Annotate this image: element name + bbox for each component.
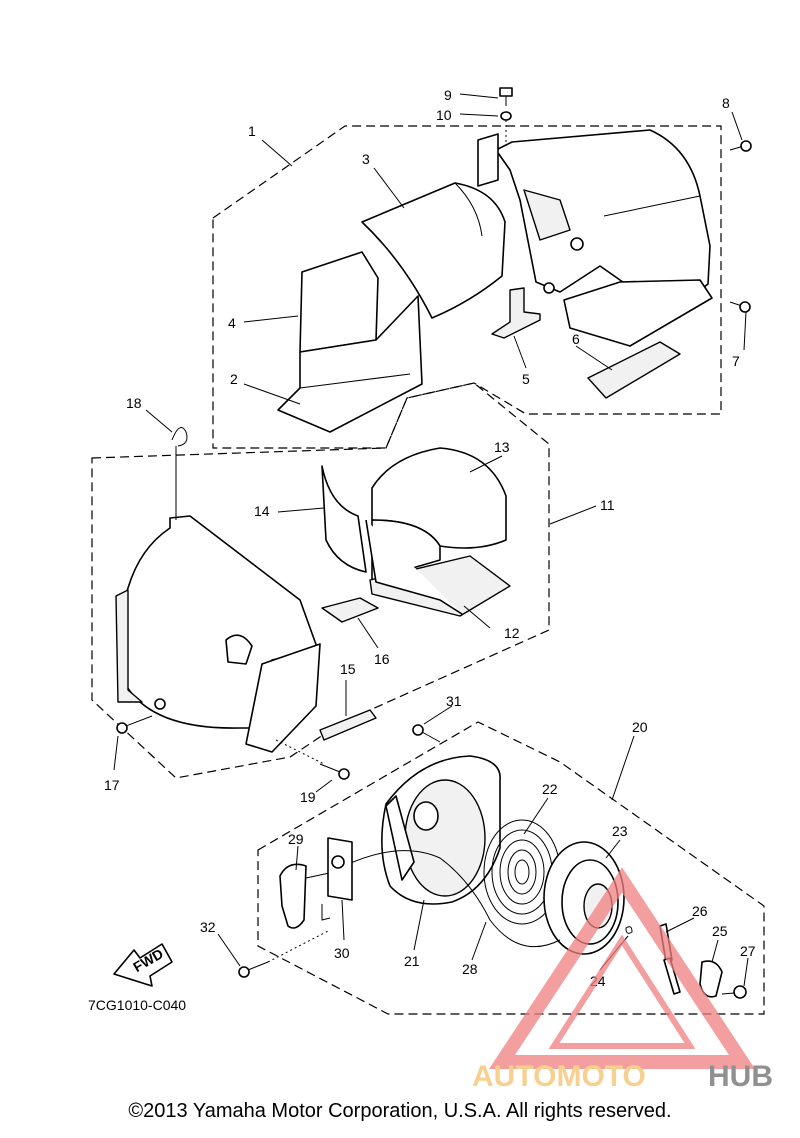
watermark-brand-part1: AUTOMOTO (472, 1060, 646, 1093)
part-32-screw (238, 961, 269, 978)
callout-22: 22 (542, 781, 558, 797)
callout-23: 23 (612, 823, 628, 839)
part-6-pad (587, 341, 681, 399)
callout-9: 9 (444, 87, 452, 103)
watermark-logo: AUTOMOTO HUB (472, 867, 773, 1093)
part-18-clip (171, 427, 188, 520)
part-27-bolt (721, 985, 747, 999)
callout-20: 20 (632, 719, 648, 735)
part-30-rope-guide (327, 837, 353, 901)
callout-21: 21 (404, 953, 420, 969)
recoil-starter-assembly (238, 724, 747, 999)
part-12-plate (369, 555, 511, 617)
callout-32: 32 (200, 919, 216, 935)
part-10-collar (500, 111, 512, 121)
callout-29: 29 (288, 831, 304, 847)
exploded-parts-diagram: FWD 1 2 (88, 87, 773, 1093)
callout-6: 6 (572, 331, 580, 347)
fwd-direction-arrow: FWD (113, 943, 173, 987)
upper-cover-housing (495, 129, 711, 297)
group-11-boundary (91, 382, 550, 779)
callout-13: 13 (494, 439, 510, 455)
callout-18: 18 (126, 395, 142, 411)
callout-10: 10 (436, 107, 452, 123)
callout-19: 19 (300, 789, 316, 805)
part-3-panel (361, 182, 506, 319)
callout-28: 28 (462, 961, 478, 977)
callout-31: 31 (446, 693, 462, 709)
part-4-seal (299, 251, 379, 353)
callout-labels: 1 2 3 4 5 6 7 8 9 10 11 12 13 14 15 16 1… (104, 87, 756, 989)
upper-cover-inner-panel (523, 189, 571, 241)
callout-17: 17 (104, 777, 120, 793)
callout-25: 25 (712, 923, 728, 939)
callout-8: 8 (722, 95, 730, 111)
callout-27: 27 (740, 943, 756, 959)
lower-cover-assembly (115, 427, 511, 780)
callout-5: 5 (522, 371, 530, 387)
part-16-block (321, 597, 379, 623)
part-2-liner (277, 295, 423, 433)
callout-14: 14 (254, 503, 270, 519)
callout-2: 2 (230, 371, 238, 387)
callout-7: 7 (732, 353, 740, 369)
part-19-screw (319, 763, 350, 780)
callout-16: 16 (374, 651, 390, 667)
part-8-screw (729, 140, 752, 152)
callout-leaders (113, 93, 749, 987)
drawing-code: 7CG1010-C040 (88, 997, 186, 1013)
part-17-screw (116, 715, 153, 734)
part-29-handle (279, 863, 307, 929)
part-24-return-spring (625, 926, 633, 934)
copyright-notice: ©2013 Yamaha Motor Corporation, U.S.A. A… (128, 1100, 672, 1122)
group-boundaries (91, 125, 765, 1015)
callout-26: 26 (692, 903, 708, 919)
part-5-block (491, 287, 541, 339)
callout-3: 3 (362, 151, 370, 167)
group-1-boundary (212, 125, 722, 449)
watermark-brand-part2: HUB (708, 1060, 773, 1093)
part-28-starter-rope (343, 850, 561, 948)
part-15-strip (319, 709, 377, 741)
watermark-triangle (489, 867, 755, 1069)
group-20-boundary (257, 721, 765, 1015)
part-7-screw (729, 301, 751, 313)
part-31-bolt (412, 724, 441, 743)
callout-12: 12 (504, 625, 520, 641)
callout-11: 11 (600, 497, 615, 513)
part-9-screw (499, 87, 513, 106)
upper-cover-assembly (277, 87, 752, 433)
callout-4: 4 (228, 315, 236, 331)
callout-15: 15 (340, 661, 356, 677)
callout-1: 1 (248, 123, 256, 139)
part-14-gasket (321, 465, 367, 573)
callout-30: 30 (334, 945, 350, 961)
